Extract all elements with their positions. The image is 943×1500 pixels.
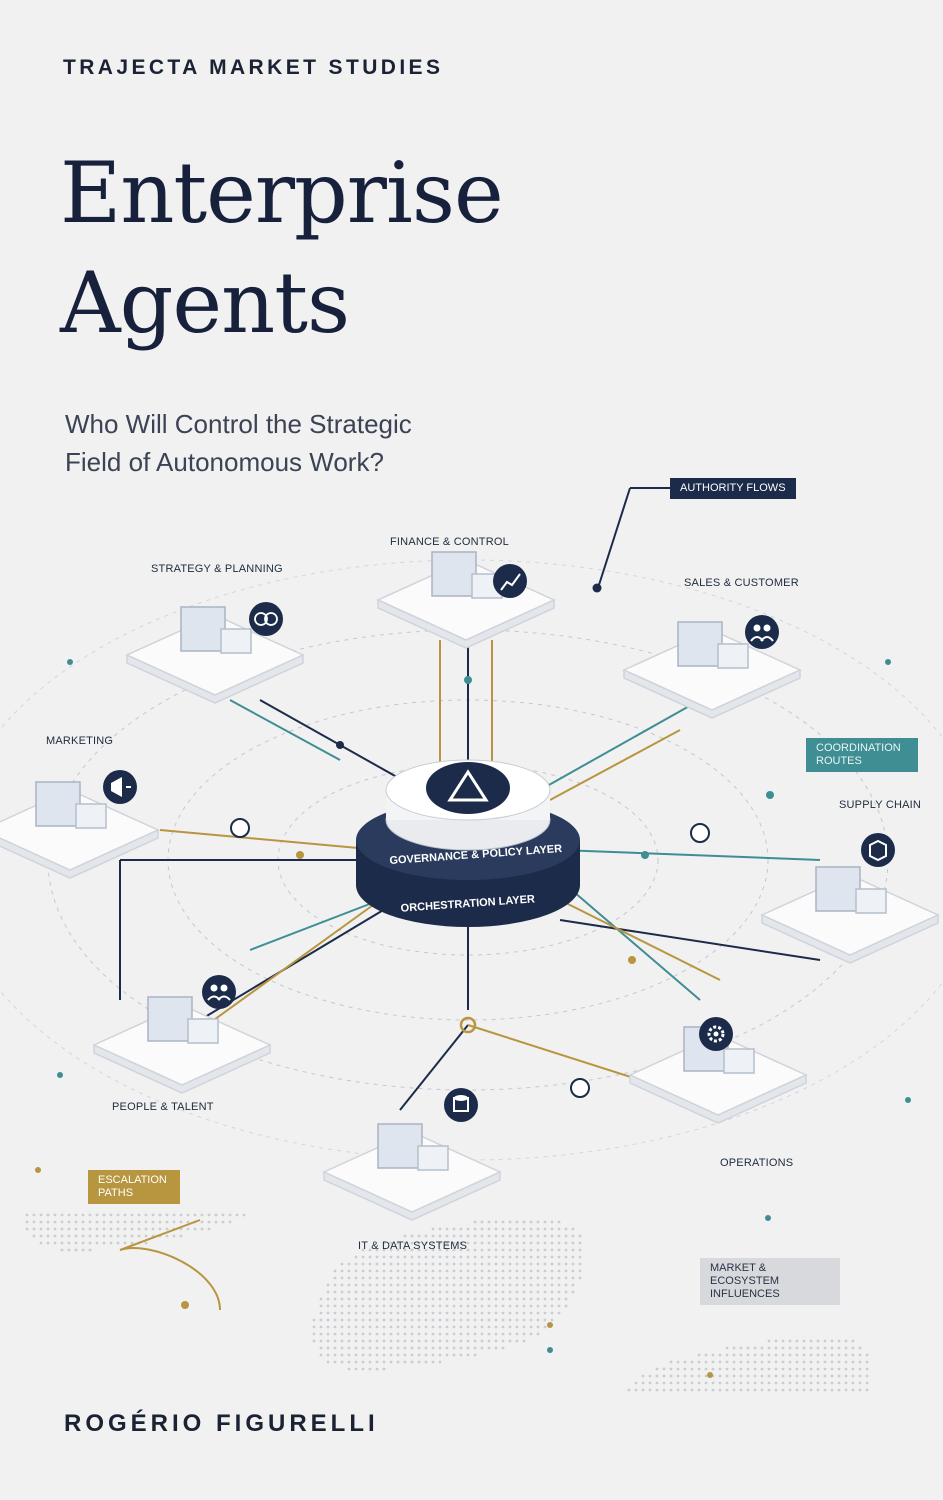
world-map-dots (25, 1213, 869, 1392)
people-icon (745, 615, 779, 649)
chart-icon (493, 564, 527, 598)
platform-people (92, 996, 272, 1094)
book-title: Enterprise Agents (60, 138, 504, 358)
platform-strategy (125, 606, 305, 704)
label-sales-customer: SALES & CUSTOMER (684, 577, 799, 589)
label-people-talent: PEOPLE & TALENT (112, 1101, 214, 1113)
platform-marketing (0, 781, 160, 879)
author-name: ROGÉRIO FIGURELLI (64, 1410, 379, 1437)
callout-market-ecosystem: MARKET & ECOSYSTEM INFLUENCES (700, 1258, 840, 1305)
gear-icon (699, 1017, 733, 1051)
platform-it-data (322, 1123, 502, 1221)
label-strategy-planning: STRATEGY & PLANNING (151, 563, 283, 575)
callout-escalation-paths: ESCALATION PATHS (88, 1170, 180, 1204)
department-icons (103, 564, 895, 1122)
label-it-data-systems: IT & DATA SYSTEMS (358, 1240, 468, 1252)
platform-sales (622, 621, 802, 719)
title-line-2: Agents (60, 254, 350, 352)
label-finance-control: FINANCE & CONTROL (390, 536, 509, 548)
title-line-1: Enterprise (60, 144, 504, 242)
link-nodes (35, 583, 911, 1378)
series-name: TRAJECTA MARKET STUDIES (63, 56, 444, 79)
label-supply-chain: SUPPLY CHAIN (839, 799, 922, 811)
hub-logo-icon (447, 769, 489, 802)
database-icon (444, 1088, 478, 1122)
platform-supply-chain (760, 866, 940, 964)
callout-authority-flows: AUTHORITY FLOWS (670, 478, 796, 499)
book-subtitle: Who Will Control the Strategic Field of … (65, 405, 412, 481)
enterprise-network-illustration: GOVERNANCE & POLICY LAYER ORCHESTRATION … (0, 487, 943, 1392)
coordination-links (229, 699, 821, 1001)
label-marketing: MARKETING (46, 735, 114, 747)
callout-coordination-routes: COORDINATION ROUTES (806, 738, 918, 772)
platform-finance (376, 551, 556, 649)
label-operations: OPERATIONS (720, 1157, 794, 1169)
brain-icon (249, 602, 283, 636)
central-hub: GOVERNANCE & POLICY LAYER ORCHESTRATION … (356, 759, 580, 927)
users-icon (202, 975, 236, 1009)
subtitle-line-1: Who Will Control the Strategic (65, 409, 412, 439)
megaphone-icon (103, 770, 137, 804)
box-icon (861, 833, 895, 867)
subtitle-line-2: Field of Autonomous Work? (65, 447, 384, 477)
